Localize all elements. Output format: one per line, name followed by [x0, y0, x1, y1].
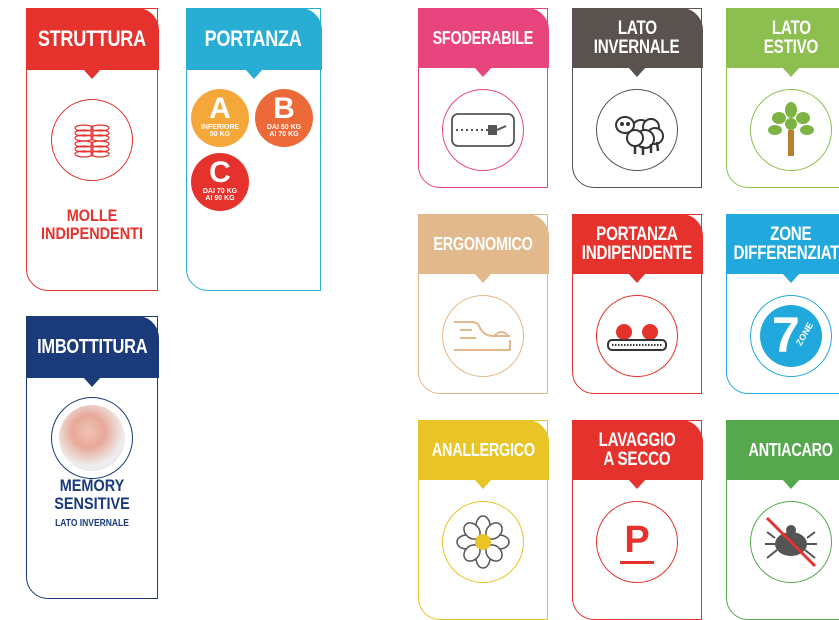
struttura-header: STRUTTURA [26, 8, 159, 70]
anallergico-card: ANALLERGICO [418, 420, 548, 620]
tree-icon [750, 89, 832, 171]
dry-clean-icon: P [596, 501, 678, 583]
zone-differenziate-card: ZONE DIFFERENZIATE 7 ZONE [726, 214, 839, 394]
seven-zones-number: 7 [772, 307, 800, 363]
lavaggio-title-1: LAVAGGIO [599, 431, 676, 450]
zone-differenziate-header: ZONE DIFFERENZIATE [726, 214, 839, 274]
struttura-card: STRUTTURA MOLLE INDIPENDENTI [26, 8, 158, 291]
portanza-badge-c: C DAI 70 KG AI 90 KG [191, 153, 249, 211]
portanza-card: PORTANZA A INFERIORE 50 KG B DAI 50 KG A… [186, 8, 321, 291]
sfoderabile-header: SFODERABILE [418, 8, 549, 68]
antiacaro-card: ANTIACARO [726, 420, 839, 620]
portanza-indipendente-title-2: INDIPENDENTE [582, 244, 692, 263]
lato-invernale-title-1: LATO [617, 19, 656, 38]
dry-clean-letter: P [620, 521, 654, 559]
anallergico-header: ANALLERGICO [418, 420, 549, 480]
zipper-icon [442, 89, 524, 171]
ergonomico-header: ERGONOMICO [418, 214, 549, 274]
ergonomico-title: ERGONOMICO [433, 235, 532, 253]
imbottitura-caption-2: SENSITIVE [37, 495, 148, 513]
daisy-icon [442, 501, 524, 583]
lato-estivo-card: LATO ESTIVO [726, 8, 839, 188]
sfoderabile-card: SFODERABILE [418, 8, 548, 188]
portanza-badge-a: A INFERIORE 50 KG [191, 89, 249, 147]
imbottitura-header: IMBOTTITURA [26, 316, 159, 378]
portanza-badge-b: B DAI 50 KG AI 70 KG [255, 89, 313, 147]
antiacaro-header: ANTIACARO [726, 420, 839, 480]
struttura-caption-2: INDIPENDENTI [37, 225, 148, 243]
lato-estivo-title-2: ESTIVO [764, 38, 818, 57]
imbottitura-caption-1: MEMORY [37, 477, 148, 495]
lato-invernale-header: LATO INVERNALE [572, 8, 703, 68]
independent-support-icon [596, 295, 678, 377]
imbottitura-card: IMBOTTITURA MEMORY SENSITIVE LATO INVERN… [26, 316, 158, 599]
imbottitura-title: IMBOTTITURA [37, 337, 147, 357]
pocket-springs-icon [51, 99, 133, 181]
memory-foam-photo-icon [51, 397, 133, 479]
struttura-caption-1: MOLLE [37, 207, 148, 225]
lavaggio-title-2: A SECCO [603, 450, 670, 469]
lato-invernale-title-2: INVERNALE [594, 38, 680, 57]
lato-invernale-card: LATO INVERNALE [572, 8, 702, 188]
portanza-indipendente-card: PORTANZA INDIPENDENTE [572, 214, 702, 394]
portanza-title: PORTANZA [205, 28, 302, 50]
portanza-indipendente-header: PORTANZA INDIPENDENTE [572, 214, 703, 274]
imbottitura-caption-small: LATO INVERNALE [37, 519, 148, 530]
lavaggio-card: LAVAGGIO A SECCO P [572, 420, 702, 620]
no-mite-icon [750, 501, 832, 583]
body-contour-icon [442, 295, 524, 377]
sfoderabile-title: SFODERABILE [433, 29, 534, 47]
sheep-icon [596, 89, 678, 171]
lato-estivo-header: LATO ESTIVO [726, 8, 839, 68]
anallergico-title: ANALLERGICO [432, 441, 535, 459]
lato-estivo-title-1: LATO [771, 19, 810, 38]
zone-differenziate-title-2: DIFFERENZIATE [733, 244, 839, 263]
ergonomico-card: ERGONOMICO [418, 214, 548, 394]
portanza-indipendente-title-1: PORTANZA [596, 225, 677, 244]
portanza-header: PORTANZA [186, 8, 322, 70]
lavaggio-header: LAVAGGIO A SECCO [572, 420, 703, 480]
seven-zones-icon: 7 ZONE [750, 295, 832, 377]
zone-differenziate-title-1: ZONE [770, 225, 811, 244]
struttura-title: STRUTTURA [38, 28, 146, 50]
antiacaro-title: ANTIACARO [749, 441, 833, 459]
